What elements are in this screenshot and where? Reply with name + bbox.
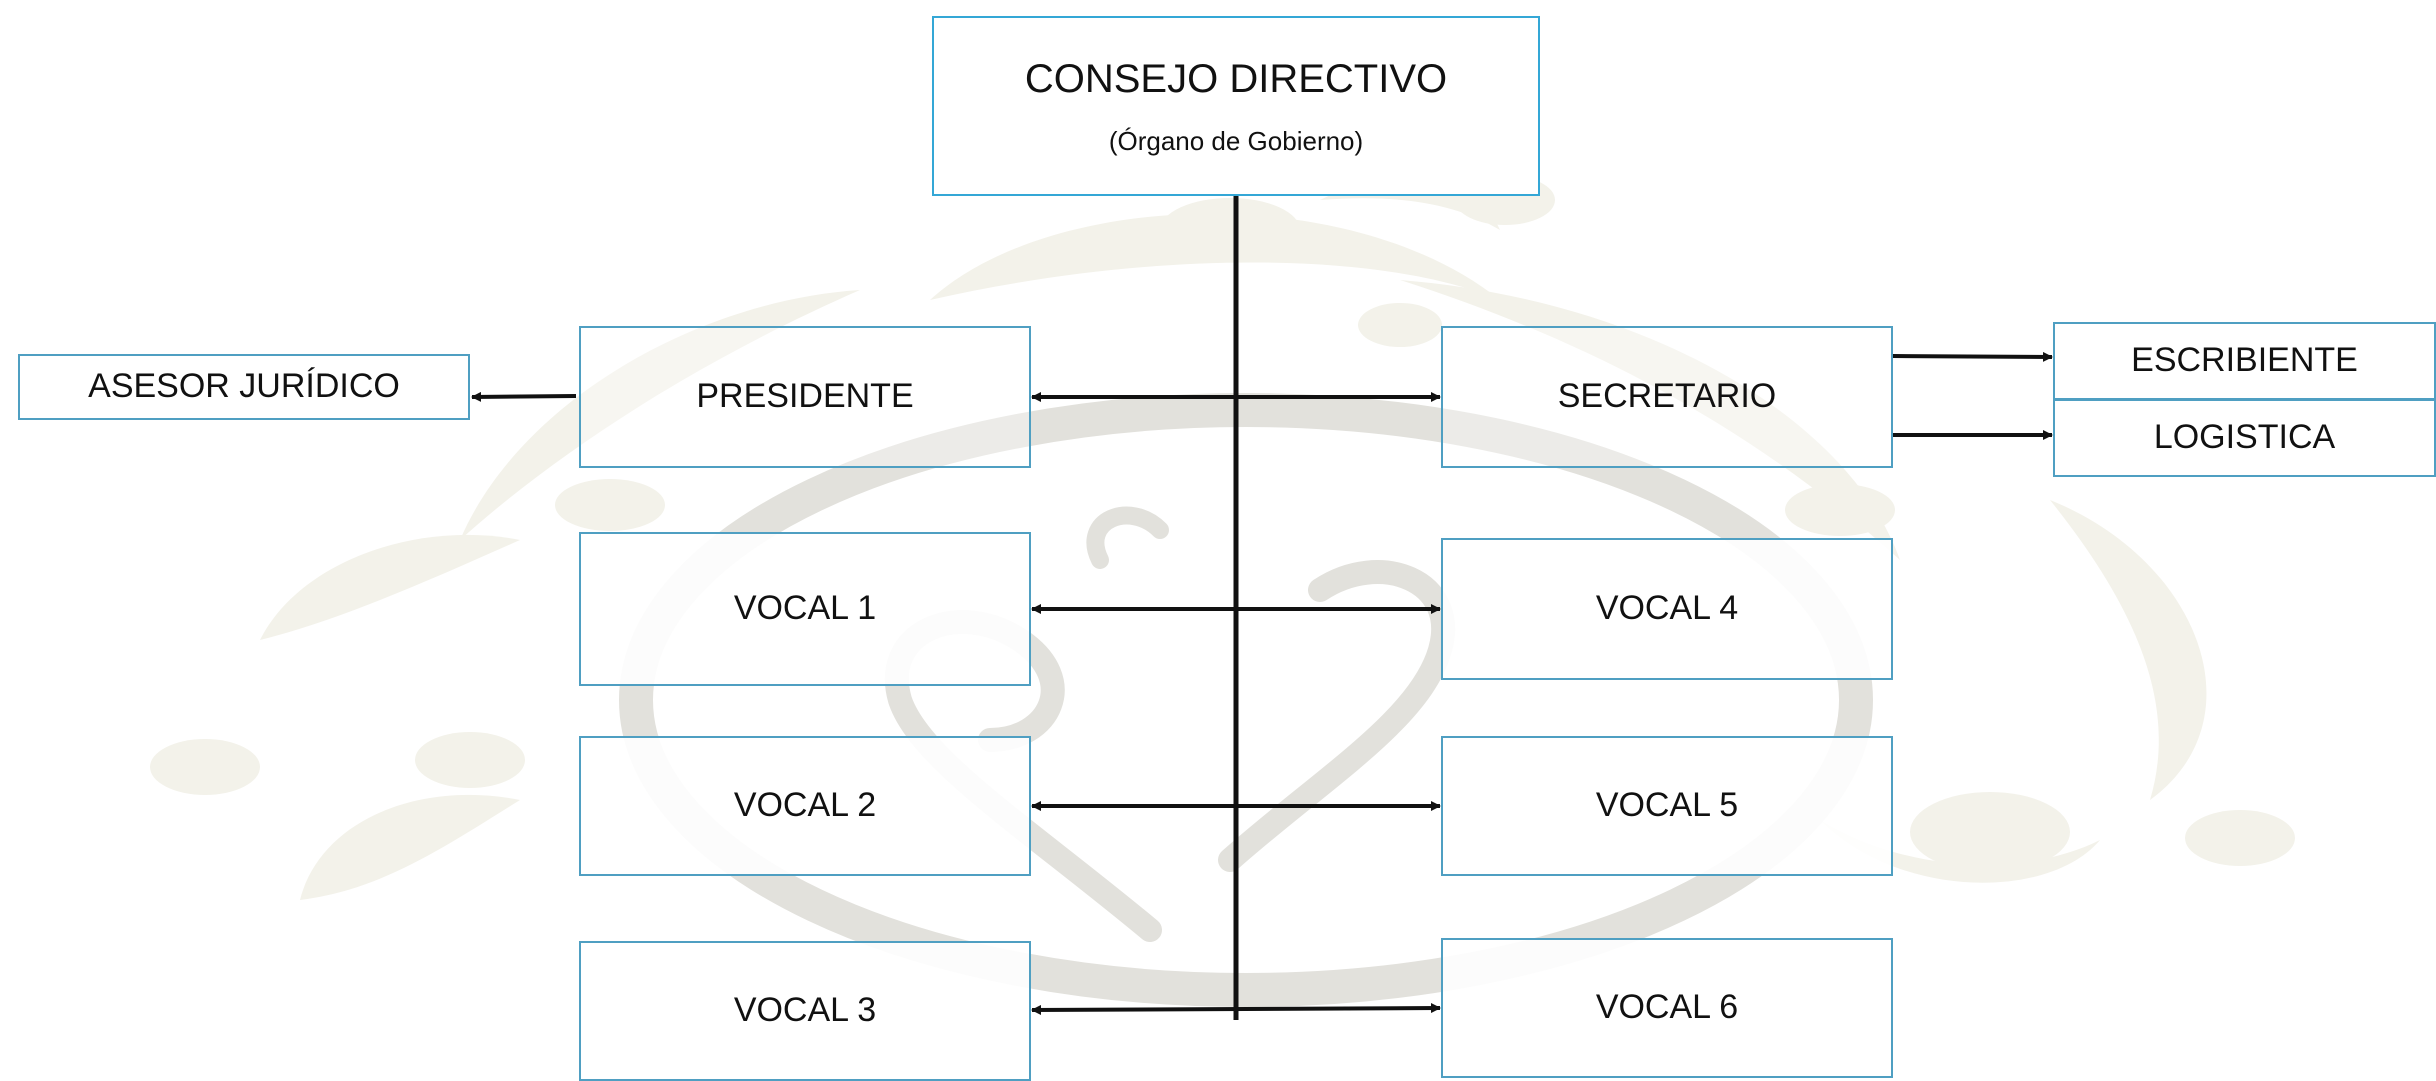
consejo-directivo-title: CONSEJO DIRECTIVO (1024, 56, 1448, 101)
vocal-4-label: VOCAL 4 (1595, 589, 1739, 628)
secretario-box: SECRETARIO (1441, 326, 1893, 468)
logistica-box: LOGISTICA (2053, 399, 2436, 477)
consejo-directivo-box: CONSEJO DIRECTIVO (Órgano de Gobierno) (932, 16, 1540, 196)
vocal-2-label: VOCAL 2 (733, 786, 877, 825)
vocal-1-box: VOCAL 1 (579, 532, 1031, 686)
asesor-juridico-box: ASESOR JURÍDICO (18, 354, 470, 420)
presidente-box: PRESIDENTE (579, 326, 1031, 468)
link-presidente-asesor (471, 391, 577, 402)
presidente-label: PRESIDENTE (696, 377, 914, 416)
vocal-3-label: VOCAL 3 (733, 991, 877, 1030)
consejo-directivo-subtitle: (Órgano de Gobierno) (1108, 125, 1364, 156)
vocal-3-box: VOCAL 3 (579, 941, 1031, 1081)
logistica-label: LOGISTICA (2153, 418, 2336, 457)
vocal-4-box: VOCAL 4 (1441, 538, 1893, 680)
asesor-juridico-label: ASESOR JURÍDICO (88, 367, 400, 406)
vocal-1-label: VOCAL 1 (733, 589, 877, 628)
link-vocal3-vocal6 (1031, 1003, 1441, 1015)
vocal-5-box: VOCAL 5 (1441, 736, 1893, 876)
vocal-2-box: VOCAL 2 (579, 736, 1031, 876)
vocal-5-label: VOCAL 5 (1595, 786, 1739, 825)
link-secretario-escribiente (1892, 351, 2053, 362)
escribiente-box: ESCRIBIENTE (2053, 322, 2436, 400)
vocal-6-box: VOCAL 6 (1441, 938, 1893, 1078)
escribiente-label: ESCRIBIENTE (2131, 341, 2358, 380)
secretario-label: SECRETARIO (1557, 377, 1777, 416)
vocal-6-label: VOCAL 6 (1595, 988, 1739, 1027)
